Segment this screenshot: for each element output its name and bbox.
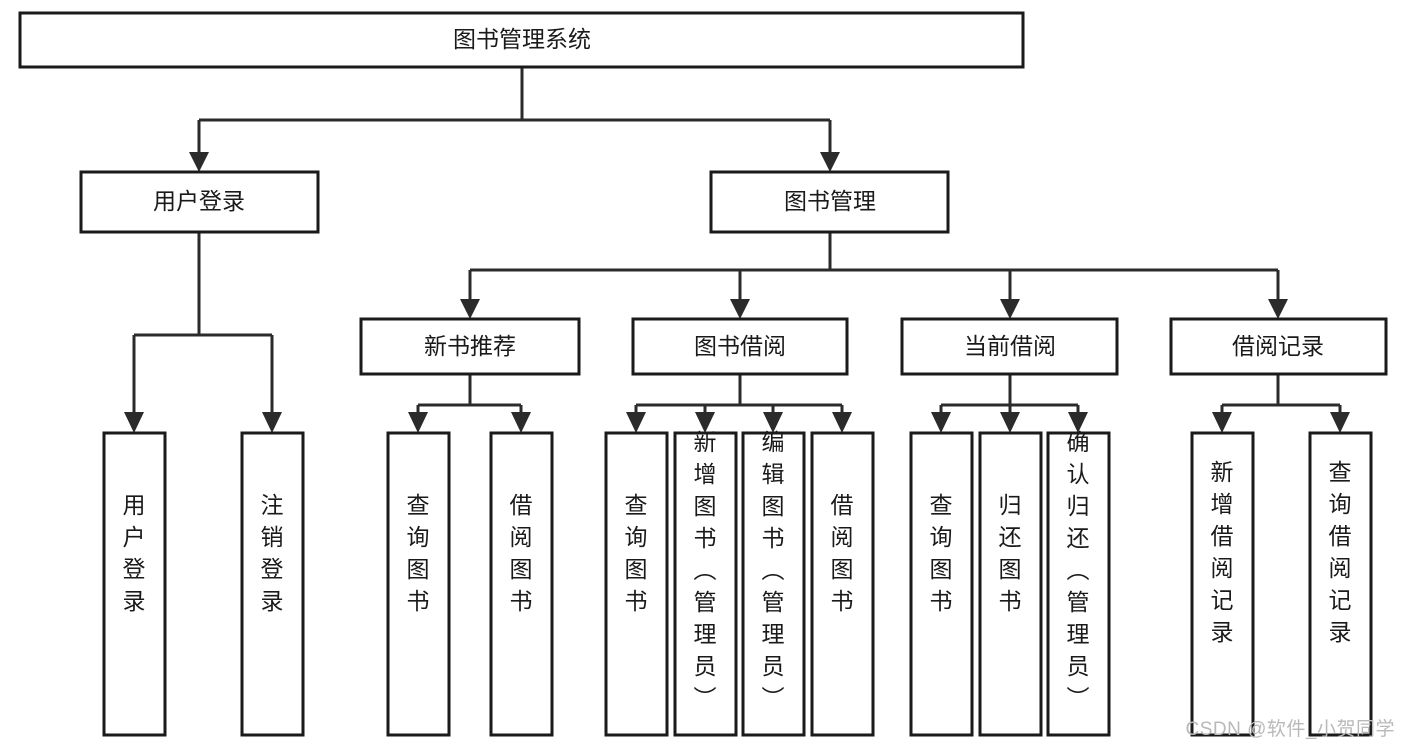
leaf-label-user-login-logout: 注销登录 bbox=[261, 492, 284, 614]
leaf-label-current-return: 归还图书 bbox=[999, 492, 1022, 614]
connector-root-to-level2 bbox=[189, 67, 840, 172]
leaf-label-records-add: 新增借阅记录 bbox=[1211, 459, 1234, 645]
leaf-label-borrow-borrow-book: 借阅图书 bbox=[831, 492, 854, 614]
node-label-user-login: 用户登录 bbox=[153, 188, 245, 214]
node-label-new-book-recommend: 新书推荐 bbox=[424, 333, 516, 359]
leaf-label-new-book-borrow: 借阅图书 bbox=[510, 492, 533, 614]
node-label-borrow-records: 借阅记录 bbox=[1232, 333, 1324, 359]
leaf-current-return[interactable]: 归还图书 bbox=[978, 431, 1043, 737]
node-label-root: 图书管理系统 bbox=[453, 26, 591, 52]
connector-userlogin-to-leaves bbox=[124, 232, 282, 433]
connector-newbook-to-leaves bbox=[408, 374, 531, 433]
leaf-borrow-add-book[interactable]: 新增图书︵管理员︶ bbox=[673, 429, 738, 737]
leaf-label-user-login-login: 用户登录 bbox=[123, 492, 146, 614]
connector-records-to-leaves bbox=[1212, 374, 1350, 433]
leaf-records-query[interactable]: 查询借阅记录 bbox=[1308, 431, 1373, 737]
connector-borrow-to-leaves bbox=[626, 374, 852, 433]
leaf-borrow-query[interactable]: 查询图书 bbox=[604, 431, 669, 737]
leaf-user-login-logout[interactable]: 注销登录 bbox=[240, 431, 305, 737]
node-user-login[interactable]: 用户登录 bbox=[79, 170, 320, 234]
leaf-records-add[interactable]: 新增借阅记录 bbox=[1190, 431, 1255, 737]
leaf-label-records-query: 查询借阅记录 bbox=[1329, 459, 1352, 645]
leaf-label-borrow-query: 查询图书 bbox=[625, 492, 648, 614]
leaf-new-book-query[interactable]: 查询图书 bbox=[386, 431, 451, 737]
connector-bookmgmt-to-level3 bbox=[460, 232, 1288, 319]
leaf-label-new-book-query: 查询图书 bbox=[407, 492, 430, 614]
node-new-book-recommend[interactable]: 新书推荐 bbox=[359, 317, 581, 376]
leaf-new-book-borrow[interactable]: 借阅图书 bbox=[489, 431, 554, 737]
node-label-book-borrow: 图书借阅 bbox=[694, 333, 786, 359]
leaf-borrow-borrow-book[interactable]: 借阅图书 bbox=[810, 431, 875, 737]
leaf-current-query[interactable]: 查询图书 bbox=[909, 431, 974, 737]
leaf-label-borrow-add-book: 新增图书︵管理员︶ bbox=[694, 429, 717, 711]
node-label-book-management: 图书管理 bbox=[784, 188, 876, 214]
leaf-user-login-login[interactable]: 用户登录 bbox=[102, 431, 167, 737]
leaf-current-confirm-return[interactable]: 确认归还︵管理员︶ bbox=[1046, 429, 1111, 737]
leaf-label-current-query: 查询图书 bbox=[930, 492, 953, 614]
leaf-label-current-confirm-return: 确认归还︵管理员︶ bbox=[1067, 429, 1090, 711]
node-book-management[interactable]: 图书管理 bbox=[709, 170, 950, 234]
node-label-current-borrow: 当前借阅 bbox=[964, 333, 1056, 359]
node-borrow-records[interactable]: 借阅记录 bbox=[1169, 317, 1388, 376]
connector-current-to-leaves bbox=[931, 374, 1088, 433]
node-book-borrow[interactable]: 图书借阅 bbox=[631, 317, 849, 376]
leaf-borrow-edit-book[interactable]: 编辑图书︵管理员︶ bbox=[741, 429, 806, 737]
csdn-watermark: CSDN @软件_小贺同学 bbox=[1185, 719, 1395, 740]
leaf-label-borrow-edit-book: 编辑图书︵管理员︶ bbox=[762, 429, 785, 711]
node-current-borrow[interactable]: 当前借阅 bbox=[900, 317, 1119, 376]
node-root-system[interactable]: 图书管理系统 bbox=[18, 11, 1025, 69]
